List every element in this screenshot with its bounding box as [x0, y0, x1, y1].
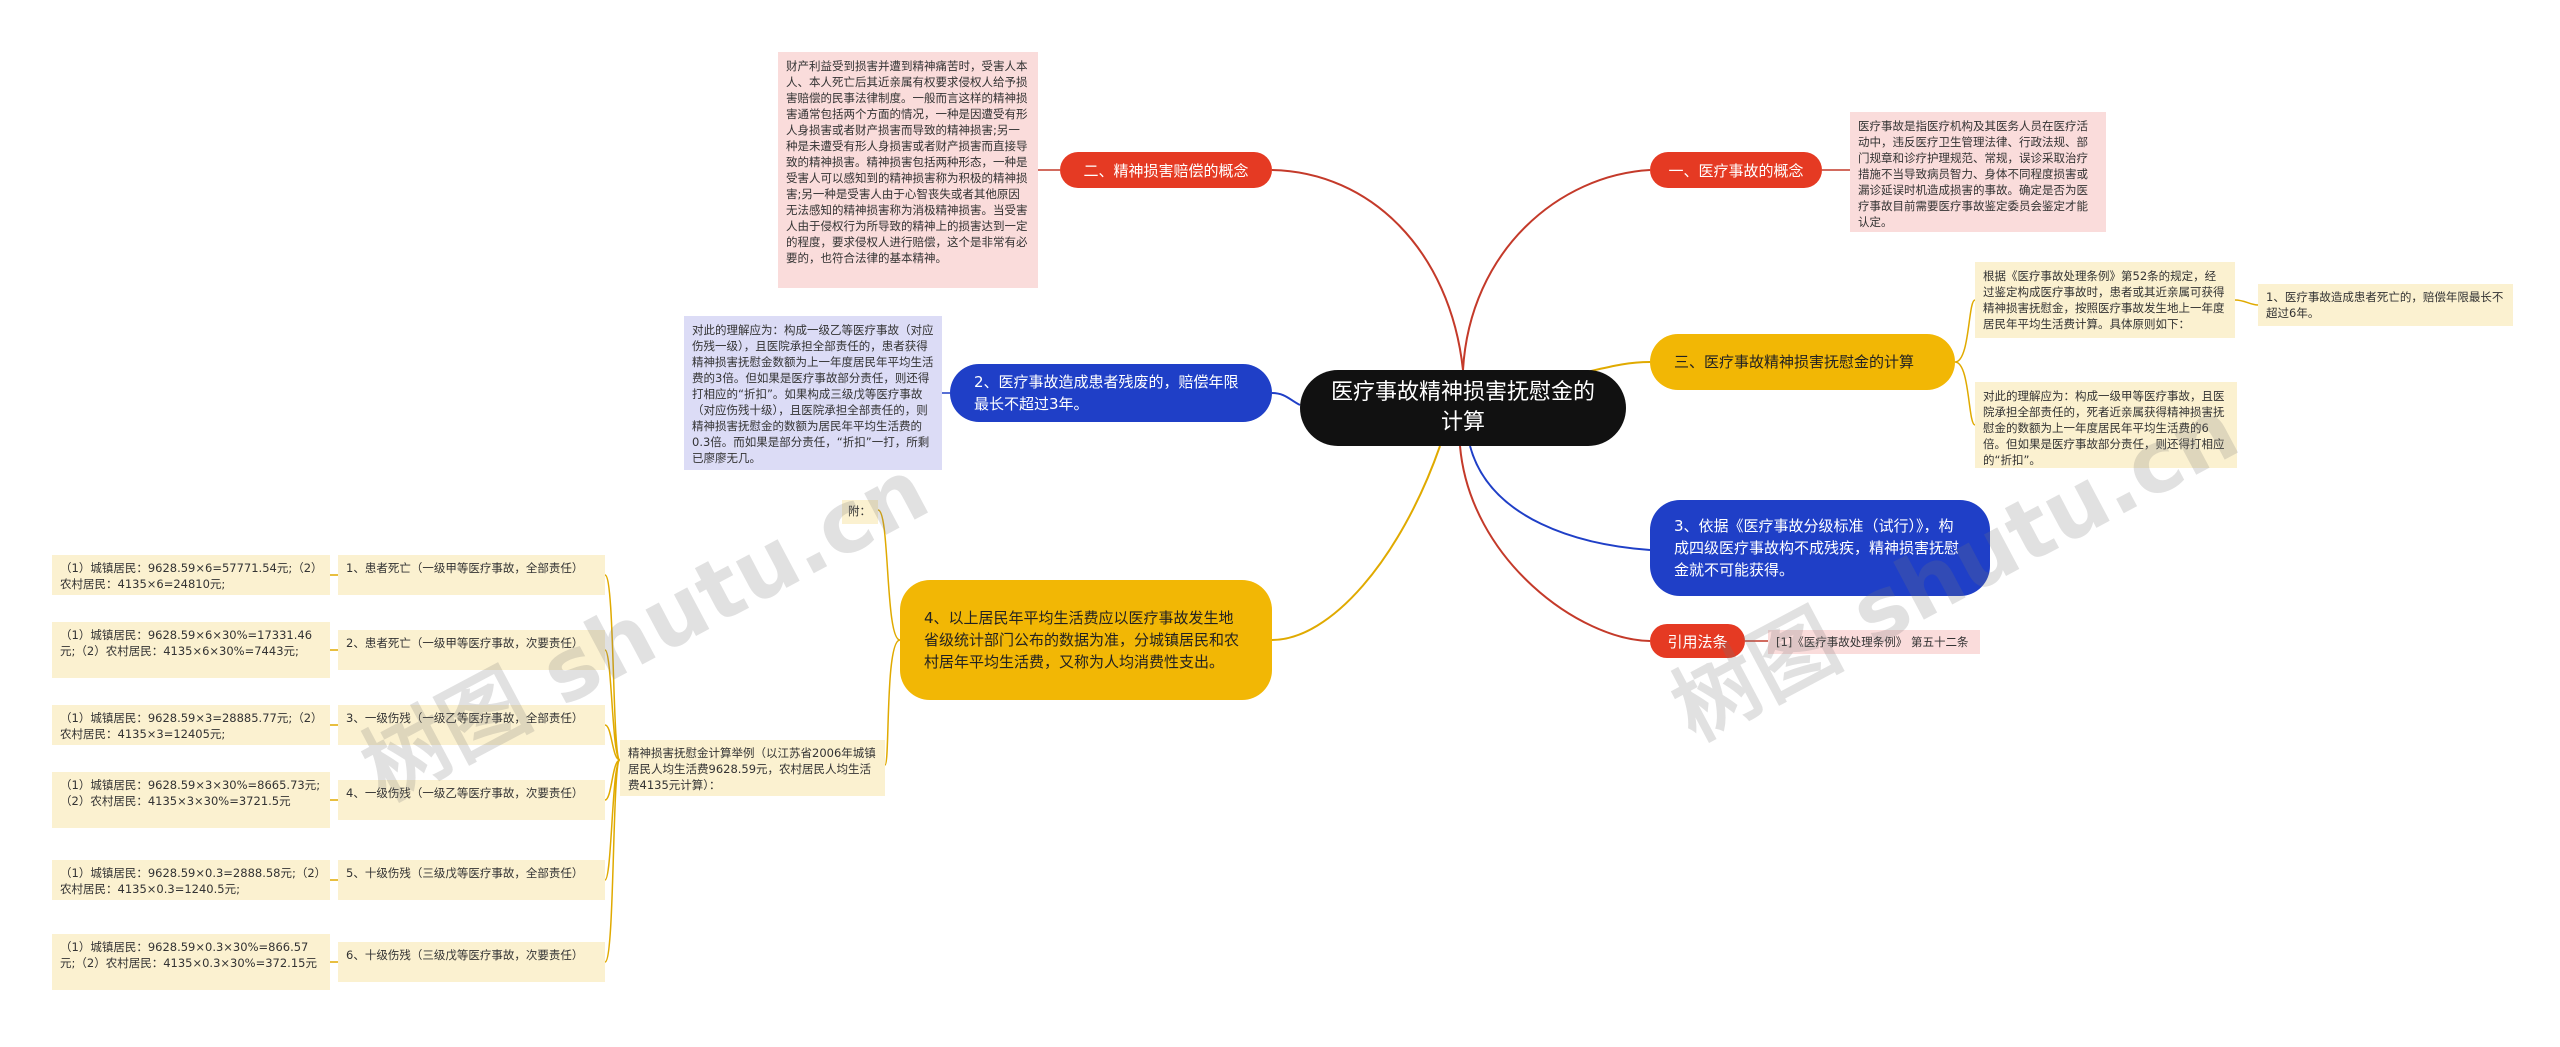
- branch-disability-max-years[interactable]: 2、医疗事故造成患者残废的，赔偿年限最长不超过3年。: [950, 364, 1272, 422]
- link-root-ref: [1459, 445, 1651, 642]
- item-label: 5、十级伤残（三级戊等医疗事故，全部责任）: [346, 866, 584, 880]
- branch-label: 4、以上居民年平均生活费应以医疗事故发生地省级统计部门公布的数据为准，分城镇居民…: [924, 609, 1240, 671]
- leaf-calculation-example: 精神损害抚慰金计算举例（以江苏省2006年城镇居民人均生活费9628.59元，农…: [620, 740, 885, 796]
- link-root-b2: [1271, 169, 1464, 371]
- leaf-appendix: 附：: [842, 500, 878, 524]
- link-root-b4: [1271, 445, 1441, 641]
- item-death-secondary-responsibility: 2、患者死亡（一级甲等医疗事故，次要责任）: [338, 630, 605, 670]
- item-label: 6、十级伤残（三级戊等医疗事故，次要责任）: [346, 948, 584, 962]
- link-items-calc: [330, 574, 338, 963]
- note-medical-accident-concept: 医疗事故是指医疗机构及其医务人员在医疗活动中，违反医疗卫生管理法律、行政法规、部…: [1850, 112, 2106, 232]
- item-label: 1、患者死亡（一级甲等医疗事故，全部责任）: [346, 561, 584, 575]
- calc-text: （1）城镇居民：9628.59×6×30%=17331.46元;（2）农村居民：…: [60, 628, 313, 658]
- item-grade1-disability-secondary: 4、一级伤残（一级乙等医疗事故，次要责任）: [338, 780, 605, 820]
- item-grade1-disability-full: 3、一级伤残（一级乙等医疗事故，全部责任）: [338, 705, 605, 745]
- branch-mental-damage-concept[interactable]: 二、精神损害赔偿的概念: [1060, 152, 1272, 188]
- item-grade10-disability-secondary: 6、十级伤残（三级戊等医疗事故，次要责任）: [338, 942, 605, 982]
- calc-grade1-disability-secondary: （1）城镇居民：9628.59×3×30%=8665.73元;（2）农村居民：4…: [52, 772, 330, 828]
- leaf-text: 精神损害抚慰金计算举例（以江苏省2006年城镇居民人均生活费9628.59元，农…: [628, 746, 876, 792]
- note-regulation-article-52: 根据《医疗事故处理条例》第52条的规定，经过鉴定构成医疗事故时，患者或其近亲属可…: [1975, 262, 2235, 338]
- item-death-full-responsibility: 1、患者死亡（一级甲等医疗事故，全部责任）: [338, 555, 605, 595]
- calc-death-full-responsibility: （1）城镇居民：9628.59×6=57771.54元;（2）农村居民：4135…: [52, 555, 330, 595]
- branch-label: 三、医疗事故精神损害抚慰金的计算: [1674, 353, 1915, 371]
- item-label: 4、一级伤残（一级乙等医疗事故，次要责任）: [346, 786, 584, 800]
- link-b3-notes: [1954, 299, 1976, 426]
- note-text: 医疗事故是指医疗机构及其医务人员在医疗活动中，违反医疗卫生管理法律、行政法规、部…: [1858, 119, 2088, 229]
- branch-label: 二、精神损害赔偿的概念: [1083, 161, 1249, 180]
- link-note1-leaf: [2234, 299, 2259, 306]
- branch-label: 2、医疗事故造成患者残废的，赔偿年限最长不超过3年。: [974, 373, 1239, 413]
- root-title: 医疗事故精神损害抚慰金的计算: [1330, 380, 1595, 435]
- link-root-b2b: [1271, 392, 1301, 406]
- note-text: [1]《医疗事故处理条例》 第五十二条: [1776, 635, 1969, 649]
- item-label: 2、患者死亡（一级甲等医疗事故，次要责任）: [346, 636, 584, 650]
- item-grade10-disability-full: 5、十级伤残（三级戊等医疗事故，全部责任）: [338, 860, 605, 900]
- note-text: 对此的理解应为：构成一级甲等医疗事故，且医院承担全部责任的，死者近亲属获得精神损…: [1983, 389, 2225, 467]
- branch-label: 一、医疗事故的概念: [1668, 161, 1804, 180]
- leaf-death-max-years: 1、医疗事故造成患者死亡的，赔偿年限最长不超过6年。: [2258, 284, 2513, 326]
- link-root-b1: [1462, 169, 1651, 371]
- branch-medical-accident-concept[interactable]: 一、医疗事故的概念: [1650, 152, 1822, 188]
- calc-grade10-disability-secondary: （1）城镇居民：9628.59×0.3×30%=866.57元;（2）农村居民：…: [52, 934, 330, 990]
- leaf-text: 1、医疗事故造成患者死亡的，赔偿年限最长不超过6年。: [2266, 290, 2504, 320]
- calc-grade10-disability-full: （1）城镇居民：9628.59×0.3=2888.58元;（2）农村居民：413…: [52, 860, 330, 900]
- link-b4-sub: [877, 509, 901, 766]
- calc-text: （1）城镇居民：9628.59×3×30%=8665.73元;（2）农村居民：4…: [60, 778, 321, 808]
- leaf-text: 附：: [848, 504, 871, 518]
- link-root-b3b: [1469, 445, 1651, 551]
- calc-grade1-disability-full: （1）城镇居民：9628.59×3=28885.77元;（2）农村居民：4135…: [52, 705, 330, 745]
- branch-label: 引用法条: [1667, 632, 1728, 651]
- note-disability-interpretation: 对此的理解应为：构成一级乙等医疗事故（对应伤残一级），且医院承担全部责任的，患者…: [684, 316, 942, 470]
- note-cited-law: [1]《医疗事故处理条例》 第五十二条: [1768, 630, 1980, 654]
- calc-text: （1）城镇居民：9628.59×0.3×30%=866.57元;（2）农村居民：…: [60, 940, 317, 970]
- branch-compensation-calculation[interactable]: 三、医疗事故精神损害抚慰金的计算: [1650, 334, 1955, 390]
- note-text: 对此的理解应为：构成一级乙等医疗事故（对应伤残一级），且医院承担全部责任的，患者…: [692, 323, 934, 465]
- root-node[interactable]: 医疗事故精神损害抚慰金的计算: [1300, 370, 1626, 446]
- branch-label: 3、依据《医疗事故分级标准（试行）》，构成四级医疗事故构不成残疾，精神损害抚慰金…: [1674, 517, 1960, 579]
- note-death-interpretation: 对此的理解应为：构成一级甲等医疗事故，且医院承担全部责任的，死者近亲属获得精神损…: [1975, 382, 2237, 468]
- branch-living-expense-standard[interactable]: 4、以上居民年平均生活费应以医疗事故发生地省级统计部门公布的数据为准，分城镇居民…: [900, 580, 1272, 700]
- calc-text: （1）城镇居民：9628.59×0.3=2888.58元;（2）农村居民：413…: [60, 866, 321, 896]
- branch-cited-law[interactable]: 引用法条: [1650, 624, 1745, 658]
- note-text: 根据《医疗事故处理条例》第52条的规定，经过鉴定构成医疗事故时，患者或其近亲属可…: [1983, 269, 2225, 331]
- note-text: 财产利益受到损害并遭到精神痛苦时，受害人本人、本人死亡后其近亲属有权要求侵权人给…: [786, 59, 1028, 265]
- note-mental-damage-concept: 财产利益受到损害并遭到精神痛苦时，受害人本人、本人死亡后其近亲属有权要求侵权人给…: [778, 52, 1038, 288]
- branch-level-four-no-compensation[interactable]: 3、依据《医疗事故分级标准（试行）》，构成四级医疗事故构不成残疾，精神损害抚慰金…: [1650, 500, 1990, 596]
- link-example-items: [604, 574, 621, 963]
- item-label: 3、一级伤残（一级乙等医疗事故，全部责任）: [346, 711, 584, 725]
- calc-death-secondary-responsibility: （1）城镇居民：9628.59×6×30%=17331.46元;（2）农村居民：…: [52, 622, 330, 678]
- calc-text: （1）城镇居民：9628.59×3=28885.77元;（2）农村居民：4135…: [60, 711, 317, 741]
- calc-text: （1）城镇居民：9628.59×6=57771.54元;（2）农村居民：4135…: [60, 561, 317, 591]
